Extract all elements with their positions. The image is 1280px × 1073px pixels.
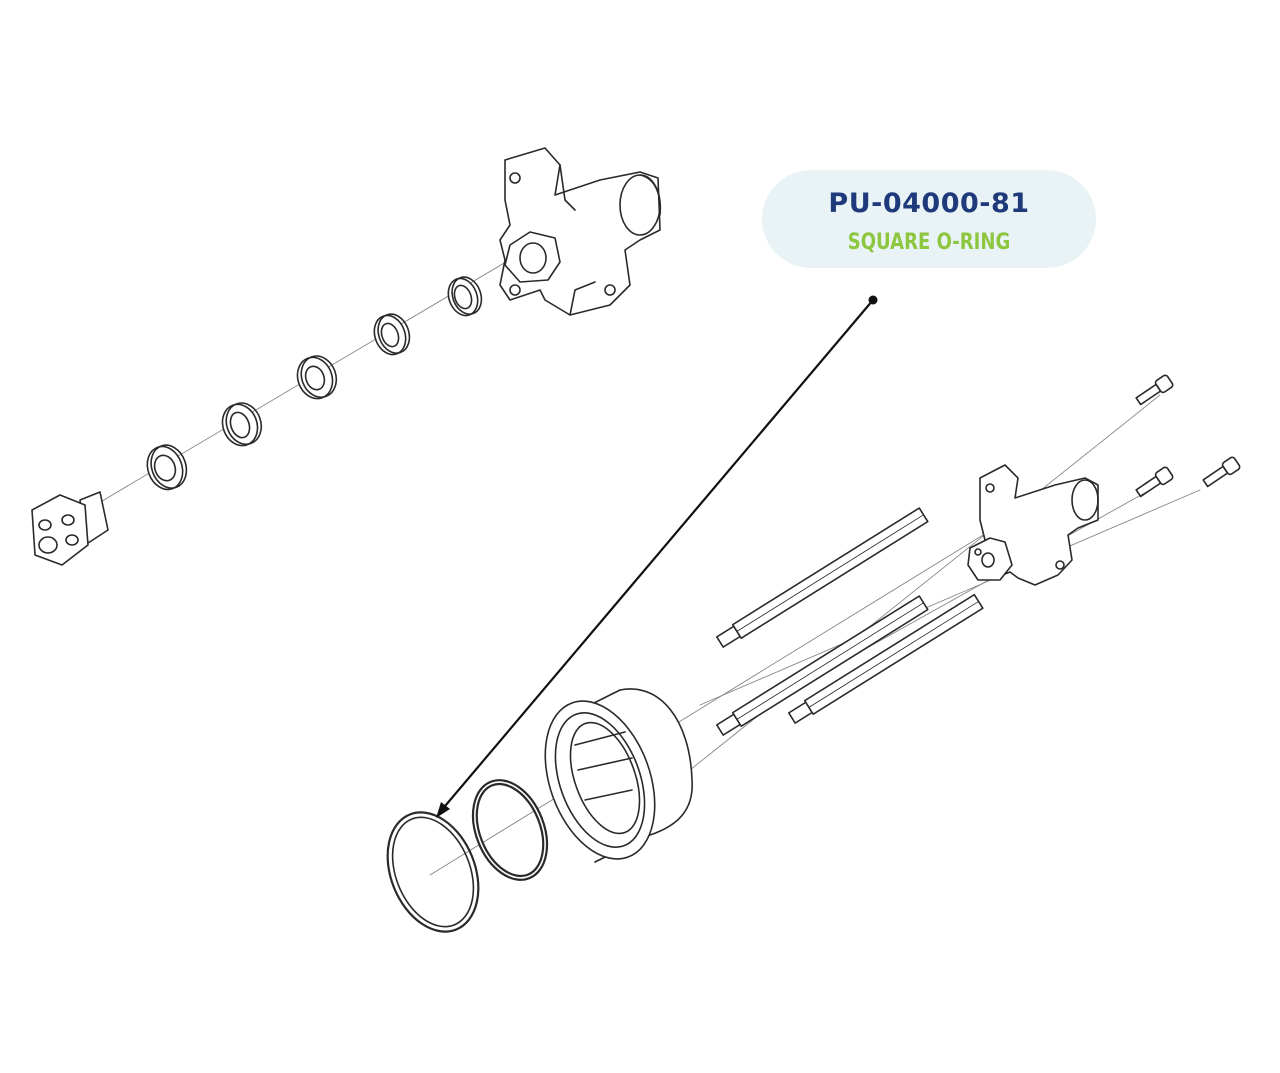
leader-line [439,299,874,813]
part-name: SQUARE O-RING [847,230,1011,255]
rods [716,507,984,736]
lower-manifold [967,464,1099,586]
upper-valve-head [31,491,109,566]
part-callout: PU-04000-81 SQUARE O-RING [762,170,1096,268]
square-o-ring [386,811,480,933]
backup-ring [471,779,549,881]
callout-leader [436,295,878,818]
lower-assembly-axes [429,394,1201,876]
cylinder [544,688,693,863]
leader-arrowhead [436,802,450,818]
upper-seal-rings [146,276,483,491]
bolts [1135,374,1241,498]
part-number: PU-04000-81 [828,188,1030,219]
upper-manifold [499,147,662,316]
